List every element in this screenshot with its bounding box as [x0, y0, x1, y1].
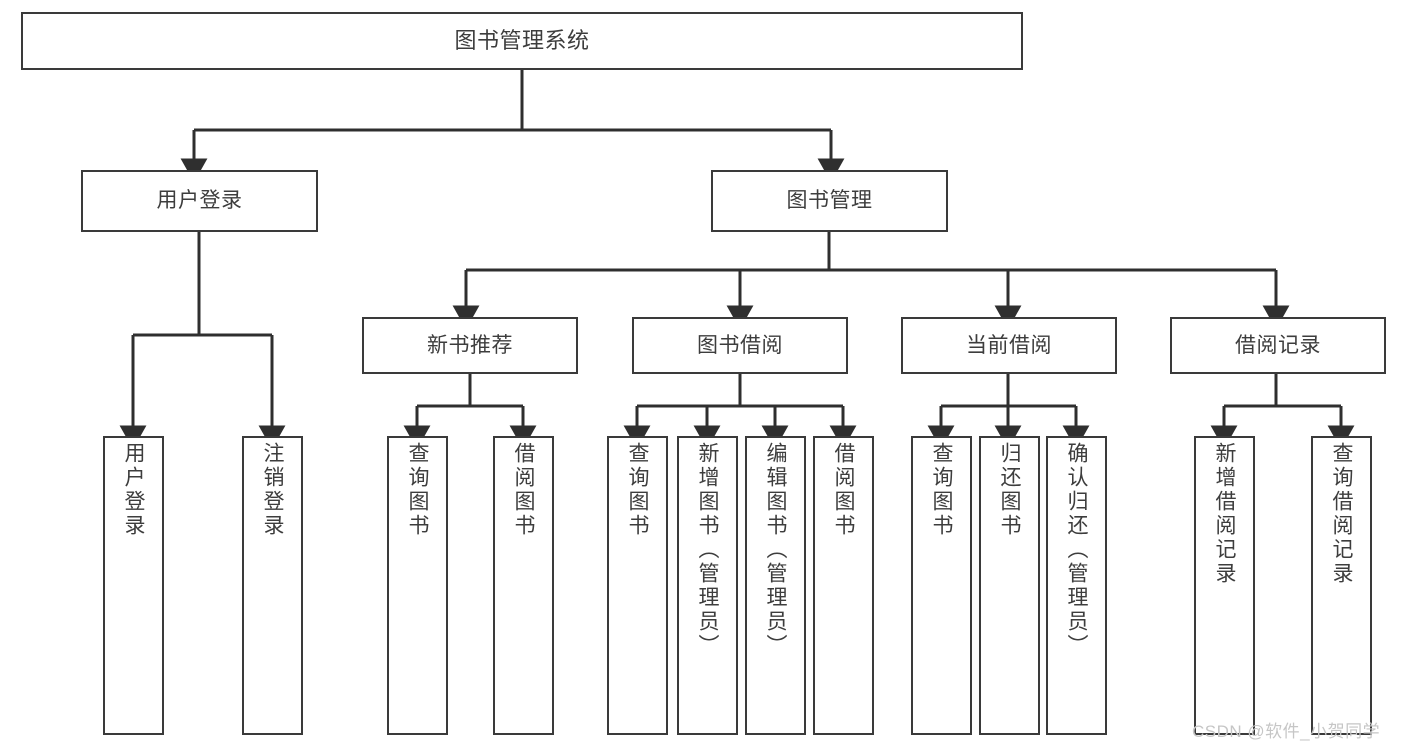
node-book-borrow[interactable]: 图书借阅 [632, 317, 848, 374]
node-current-borrow[interactable]: 当前借阅 [901, 317, 1117, 374]
node-borrow-records[interactable]: 借阅记录 [1170, 317, 1386, 374]
leaf-user-login-1-label: 用户登录 [122, 442, 145, 538]
node-new-book-recommend[interactable]: 新书推荐 [362, 317, 578, 374]
leaf-new-book-2[interactable]: 借阅图书 [493, 436, 554, 735]
node-root-system[interactable]: 图书管理系统 [21, 12, 1023, 70]
watermark-text: CSDN @软件_小贺同学 [1192, 722, 1381, 741]
leaf-user-login-2-label: 注销登录 [261, 442, 284, 538]
leaf-book-borrow-1-label: 查询图书 [626, 442, 649, 538]
leaf-current-borrow-2[interactable]: 归还图书 [979, 436, 1040, 735]
leaf-borrow-records-2-label: 查询借阅记录 [1330, 442, 1353, 586]
node-user-login[interactable]: 用户登录 [81, 170, 318, 232]
leaf-borrow-records-1-label: 新增借阅记录 [1213, 442, 1236, 586]
leaf-new-book-1[interactable]: 查询图书 [387, 436, 448, 735]
node-book-management-label: 图书管理 [786, 189, 873, 213]
leaf-new-book-2-label: 借阅图书 [512, 442, 535, 538]
leaf-borrow-records-2[interactable]: 查询借阅记录 [1311, 436, 1372, 735]
leaf-user-login-1[interactable]: 用户登录 [103, 436, 164, 735]
leaf-book-borrow-3-label: 编辑图书（管理员） [764, 442, 787, 658]
node-book-management[interactable]: 图书管理 [711, 170, 948, 232]
leaf-current-borrow-3[interactable]: 确认归还（管理员） [1046, 436, 1107, 735]
leaf-current-borrow-3-label: 确认归还（管理员） [1065, 442, 1088, 658]
node-root-system-label: 图书管理系统 [454, 27, 590, 53]
leaf-book-borrow-1[interactable]: 查询图书 [607, 436, 668, 735]
leaf-book-borrow-2-label: 新增图书（管理员） [696, 442, 719, 658]
node-borrow-records-label: 借阅记录 [1235, 333, 1321, 357]
leaf-current-borrow-1[interactable]: 查询图书 [911, 436, 972, 735]
leaf-book-borrow-3[interactable]: 编辑图书（管理员） [745, 436, 806, 735]
leaf-current-borrow-1-label: 查询图书 [930, 442, 953, 538]
node-current-borrow-label: 当前借阅 [966, 333, 1052, 357]
leaf-new-book-1-label: 查询图书 [406, 442, 429, 538]
node-user-login-label: 用户登录 [156, 189, 243, 213]
leaf-current-borrow-2-label: 归还图书 [998, 442, 1021, 538]
leaf-book-borrow-4-label: 借阅图书 [832, 442, 855, 538]
leaf-borrow-records-1[interactable]: 新增借阅记录 [1194, 436, 1255, 735]
leaf-book-borrow-4[interactable]: 借阅图书 [813, 436, 874, 735]
leaf-book-borrow-2[interactable]: 新增图书（管理员） [677, 436, 738, 735]
leaf-user-login-2[interactable]: 注销登录 [242, 436, 303, 735]
node-book-borrow-label: 图书借阅 [697, 333, 783, 357]
node-new-book-recommend-label: 新书推荐 [427, 333, 513, 357]
